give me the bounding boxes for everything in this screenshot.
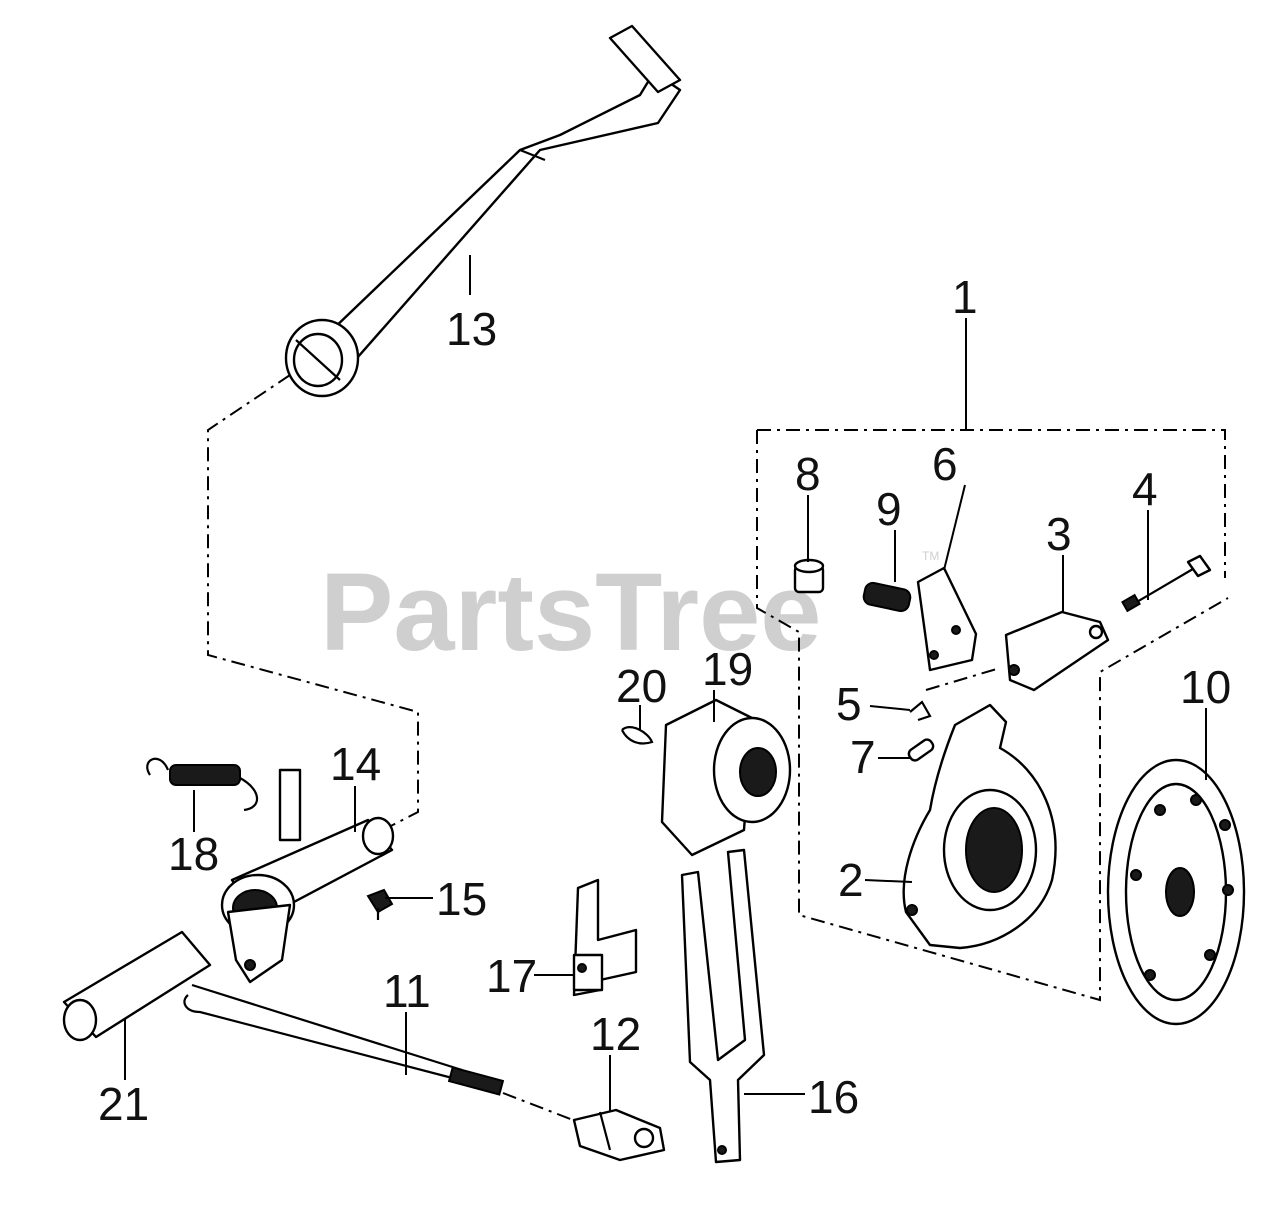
callout-11: 11 (383, 965, 431, 1017)
callout-labels: 1 2 3 4 5 6 7 8 9 10 11 12 13 14 15 16 1… (98, 271, 1231, 1130)
part-21-sleeve (62, 930, 212, 1042)
callout-5: 5 (836, 678, 862, 730)
callout-10: 10 (1180, 661, 1231, 713)
callout-20: 20 (616, 660, 667, 712)
callout-9: 9 (876, 483, 902, 535)
part-11-control-rod (183, 983, 505, 1096)
callout-21: 21 (98, 1078, 149, 1130)
callout-2: 2 (838, 854, 864, 906)
part-17-bracket (572, 878, 638, 997)
part-15-bolt (366, 888, 394, 920)
part-10-drive-disc (1106, 758, 1246, 1026)
callout-3: 3 (1046, 508, 1072, 560)
part-8-bushing (793, 558, 825, 594)
assembly-outline-1 (756, 318, 1229, 1002)
callout-13: 13 (446, 303, 497, 355)
callout-15: 15 (436, 873, 487, 925)
part-16-shift-fork (680, 848, 766, 1164)
callout-19: 19 (702, 643, 753, 695)
callout-16: 16 (808, 1071, 859, 1123)
watermark-text: PartsTree (320, 551, 821, 674)
part-19-release-bearing (660, 698, 792, 857)
callout-1: 1 (952, 271, 978, 323)
callout-14: 14 (330, 738, 381, 790)
part-2-clutch-housing (902, 703, 1057, 950)
part-13-clutch-lever (284, 24, 682, 398)
callout-7: 7 (850, 731, 876, 783)
part-4-pin-bolt (1121, 554, 1212, 613)
centerline-7-10 (925, 667, 1001, 691)
leader-lines (124, 255, 1207, 1112)
part-12-clevis (572, 1108, 666, 1162)
part-6-lever-plate (916, 566, 978, 672)
centerline-11-12 (502, 1092, 574, 1121)
assembly-outline-13-14 (207, 374, 419, 831)
part-3-link-arm (1004, 610, 1110, 692)
part-7-pin (907, 738, 935, 762)
partstree-watermark: PartsTree TM (320, 549, 939, 674)
callout-4: 4 (1132, 463, 1158, 515)
part-14-pivot-shaft (220, 768, 395, 984)
callout-18: 18 (168, 828, 219, 880)
watermark-trademark: TM (922, 549, 939, 563)
part-18-spring (146, 757, 259, 812)
leader-2 (864, 879, 913, 883)
callout-17: 17 (486, 950, 537, 1002)
part-20-clip (621, 726, 654, 745)
callout-8: 8 (795, 448, 821, 500)
part-5-clip (909, 700, 932, 722)
leader-5 (869, 705, 911, 711)
part-9-spring (862, 581, 912, 613)
callout-12: 12 (590, 1008, 641, 1060)
leader-6 (943, 484, 966, 571)
callout-6: 6 (932, 438, 958, 490)
